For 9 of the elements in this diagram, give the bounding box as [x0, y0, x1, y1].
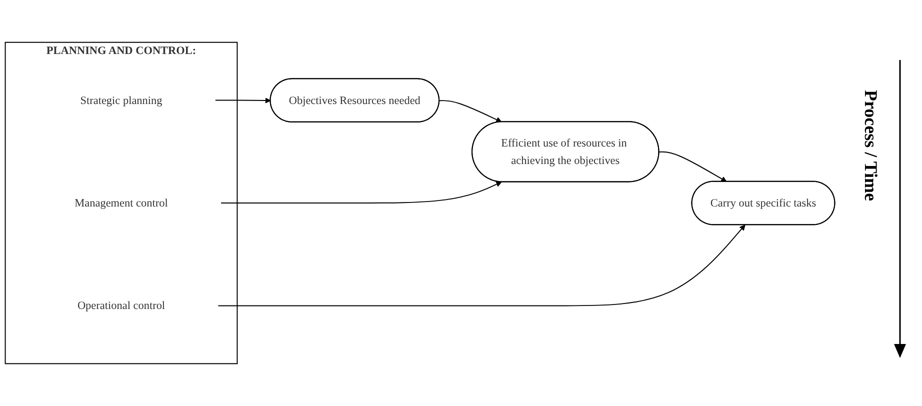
arrow: [217, 224, 746, 306]
arrow: [438, 100, 502, 122]
axis-label: Process / Time: [860, 90, 881, 201]
node-text: Management control: [74, 196, 168, 210]
node-text: Operational control: [77, 299, 166, 312]
arrow: [658, 151, 727, 182]
arrow: [220, 182, 502, 204]
arrow: [214, 98, 271, 104]
node-text: Strategic planning: [80, 94, 162, 106]
